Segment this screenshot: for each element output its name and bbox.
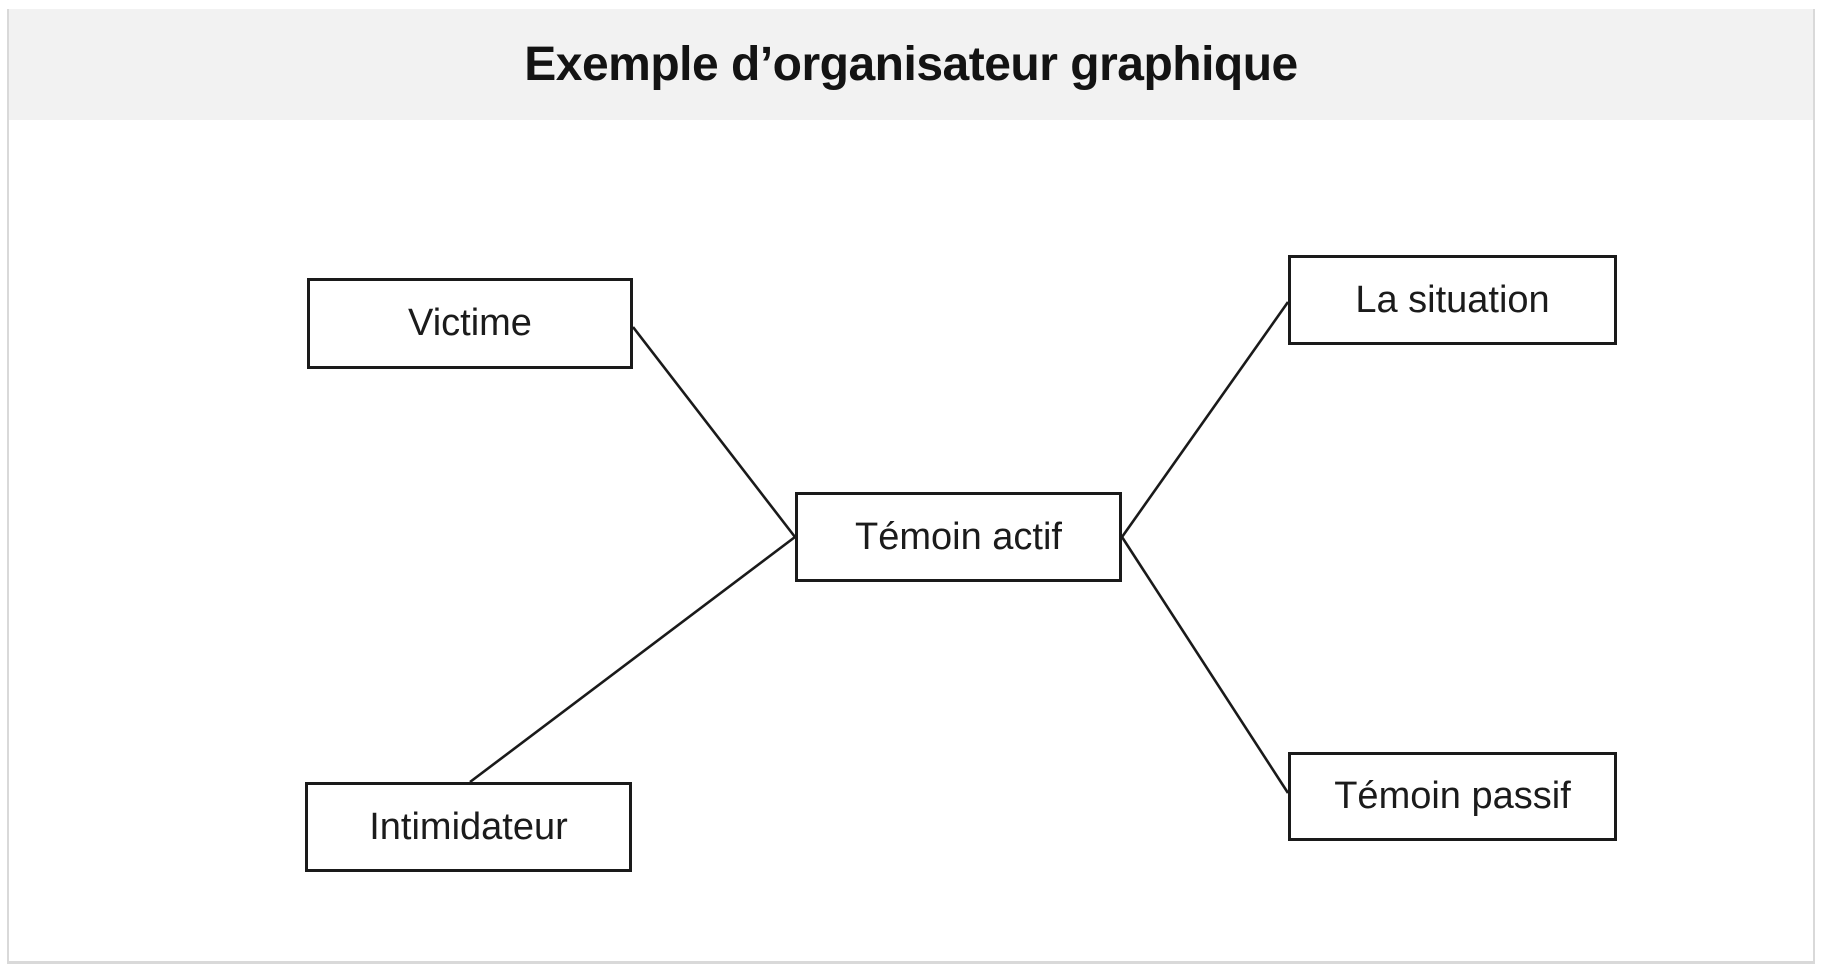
node-la-situation: La situation [1288, 255, 1617, 345]
title-bar: Exemple d’organisateur graphique [9, 9, 1813, 120]
edge-temoin-actif-to-la-situation [1120, 301, 1290, 538]
node-temoin-passif: Témoin passif [1288, 752, 1617, 841]
edge-victime-to-temoin-actif [631, 326, 797, 538]
edge-temoin-actif-to-temoin-passif [1120, 536, 1290, 794]
node-la-situation-label: La situation [1355, 278, 1550, 321]
node-intimidateur-label: Intimidateur [369, 805, 568, 848]
node-temoin-actif: Témoin actif [795, 492, 1122, 582]
node-victime-label: Victime [408, 302, 532, 344]
node-temoin-actif-label: Témoin actif [855, 515, 1062, 558]
page-title: Exemple d’organisateur graphique [524, 38, 1298, 91]
edge-intimidateur-to-temoin-actif [469, 535, 796, 784]
node-victime: Victime [307, 278, 633, 369]
node-temoin-passif-label: Témoin passif [1334, 775, 1571, 817]
node-intimidateur: Intimidateur [305, 782, 632, 872]
